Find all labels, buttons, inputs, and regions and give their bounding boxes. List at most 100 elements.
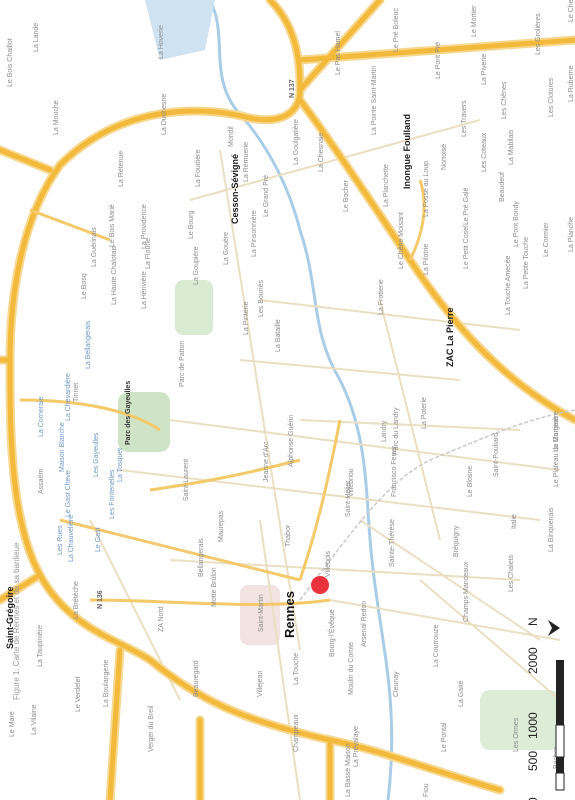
place-label: Champs Manceaux <box>463 561 470 622</box>
place-label: ZAC La Pierre <box>445 307 455 367</box>
place-label: Maurepas <box>218 510 225 542</box>
place-label: Bacher <box>553 746 560 769</box>
place-label: La Pinsonnière <box>251 210 258 257</box>
park-southwest <box>480 690 560 750</box>
place-label: Les Gayeulles <box>93 432 100 477</box>
scale-tick-label: 1000 <box>526 712 540 739</box>
place-label: Le Bois Marié <box>109 204 116 247</box>
place-label: La Chauvelière <box>68 514 75 562</box>
place-label: Le Gast Cheve <box>65 470 72 517</box>
place-label: Les Clotures <box>548 77 555 117</box>
lake-north <box>145 0 215 60</box>
place-label: Les Grolières <box>535 13 542 55</box>
place-label: Le Chêne Moisant <box>398 212 405 269</box>
place-label: Bellangerais <box>198 538 205 577</box>
place-label: Le Grand Pré <box>263 174 270 217</box>
place-label: ZA Nord <box>158 606 165 632</box>
map-caption: Figure 1. Carte de Rennes et de sa banli… <box>12 542 21 700</box>
place-label: Bourg-l'Évêque <box>329 609 336 657</box>
place-label: La Goulgatière <box>293 119 300 165</box>
place-label: La Poterie <box>421 397 428 429</box>
place-label: Mondil <box>228 126 235 147</box>
place-label: La Taupinière <box>37 625 44 667</box>
place-label: La Goupière <box>193 246 200 285</box>
place-label: Italie <box>511 514 518 529</box>
place-label: Cesson-Sévigné <box>230 153 240 224</box>
place-label: La Courrouze <box>433 624 440 667</box>
scale-tick-label: 500 <box>526 750 540 771</box>
place-label: Les Coteaux <box>481 132 488 172</box>
place-label: Cleunay <box>393 671 400 697</box>
place-label: La Mouche <box>53 100 60 135</box>
place-label: Nortoisé <box>441 143 448 170</box>
place-label: Le Bosq <box>81 273 88 299</box>
place-label: Le Bourg <box>188 210 195 239</box>
place-label: Bréquigny <box>453 525 460 557</box>
place-label: La Corneraie <box>38 396 45 437</box>
place-label: La Chesnaie <box>318 132 325 172</box>
place-label: Le Chemin Vert <box>568 0 575 22</box>
place-label: La Guérinais <box>91 227 98 267</box>
place-label: La Petite Touche <box>523 236 530 289</box>
place-label: La Retenue <box>118 150 125 187</box>
location-marker-icon[interactable] <box>311 576 329 594</box>
place-label: Le Gast <box>95 527 102 552</box>
place-label: La Pointe Saint-Martin <box>371 65 378 135</box>
place-label: La Vilaine <box>31 704 38 735</box>
park-east <box>175 280 213 335</box>
north-label: N <box>526 617 540 626</box>
place-label: Le Mortier <box>471 5 478 37</box>
scale-tick-label: 2000 <box>526 647 540 674</box>
place-label: Tinnet <box>73 382 80 402</box>
place-label: La Haute Chalotais <box>111 245 118 305</box>
place-label: La Ruberne <box>568 65 575 102</box>
place-label: Parc de Patton <box>179 340 186 387</box>
place-label: La Basse Maison <box>345 743 352 797</box>
place-label: La Mabilais <box>508 129 515 165</box>
river-vilaine <box>208 0 394 800</box>
place-label: La Pilotrie <box>423 243 430 275</box>
place-label: Le Pont Bondy <box>513 201 520 247</box>
place-label: Les Fontenelles <box>109 469 116 519</box>
place-label: N 136 <box>97 590 104 609</box>
place-label: Sainte-Thérèse <box>389 519 396 567</box>
place-label: Le Verdelet <box>75 676 82 712</box>
place-label: Inongue Foulland <box>402 114 412 189</box>
place-label: Le Bois Chaillot <box>7 38 14 87</box>
place-label: Le Maré <box>9 711 16 737</box>
place-label: Fiou <box>423 783 430 797</box>
place-label: La Frotterie <box>378 279 385 315</box>
place-label: Champeaux <box>293 714 300 752</box>
place-label: La Lande <box>33 22 40 52</box>
place-label: La Piverie <box>481 53 488 85</box>
place-label: Assaëm <box>38 468 45 494</box>
place-label: La Chevardière <box>65 373 72 421</box>
place-label: Villebriou <box>348 468 355 497</box>
place-label: Le Pont Pré <box>435 42 442 79</box>
place-label: La Hoverie <box>158 25 165 59</box>
place-label: La Touche <box>293 652 300 685</box>
place-label: Motte Brûlon <box>211 567 218 607</box>
place-label: Beaudeuf <box>499 172 506 202</box>
place-label: La Brétèche <box>73 581 80 619</box>
place-label: Les Travers <box>461 100 468 137</box>
place-label: Les Chalets <box>508 555 515 592</box>
place-label: Jeanne d'Arc <box>263 441 270 482</box>
place-label: Les Rues <box>57 525 64 555</box>
place-label: Le Petit Cosel <box>463 225 470 269</box>
place-label: Thabor <box>285 524 292 547</box>
place-label: Villebois <box>325 551 332 577</box>
place-label: Moulin du Comte <box>348 642 355 695</box>
place-label: La Foudière <box>195 149 202 187</box>
place-label: La Duchesne <box>161 93 168 135</box>
place-label: Le Cormier <box>543 222 550 257</box>
place-label: La Gaité <box>458 680 465 707</box>
place-label: La Boulangerie <box>103 659 110 707</box>
place-label: Beauregard <box>193 660 200 697</box>
place-label: Les Bouriés <box>258 280 265 317</box>
place-label: Parc du Landry <box>393 407 400 455</box>
